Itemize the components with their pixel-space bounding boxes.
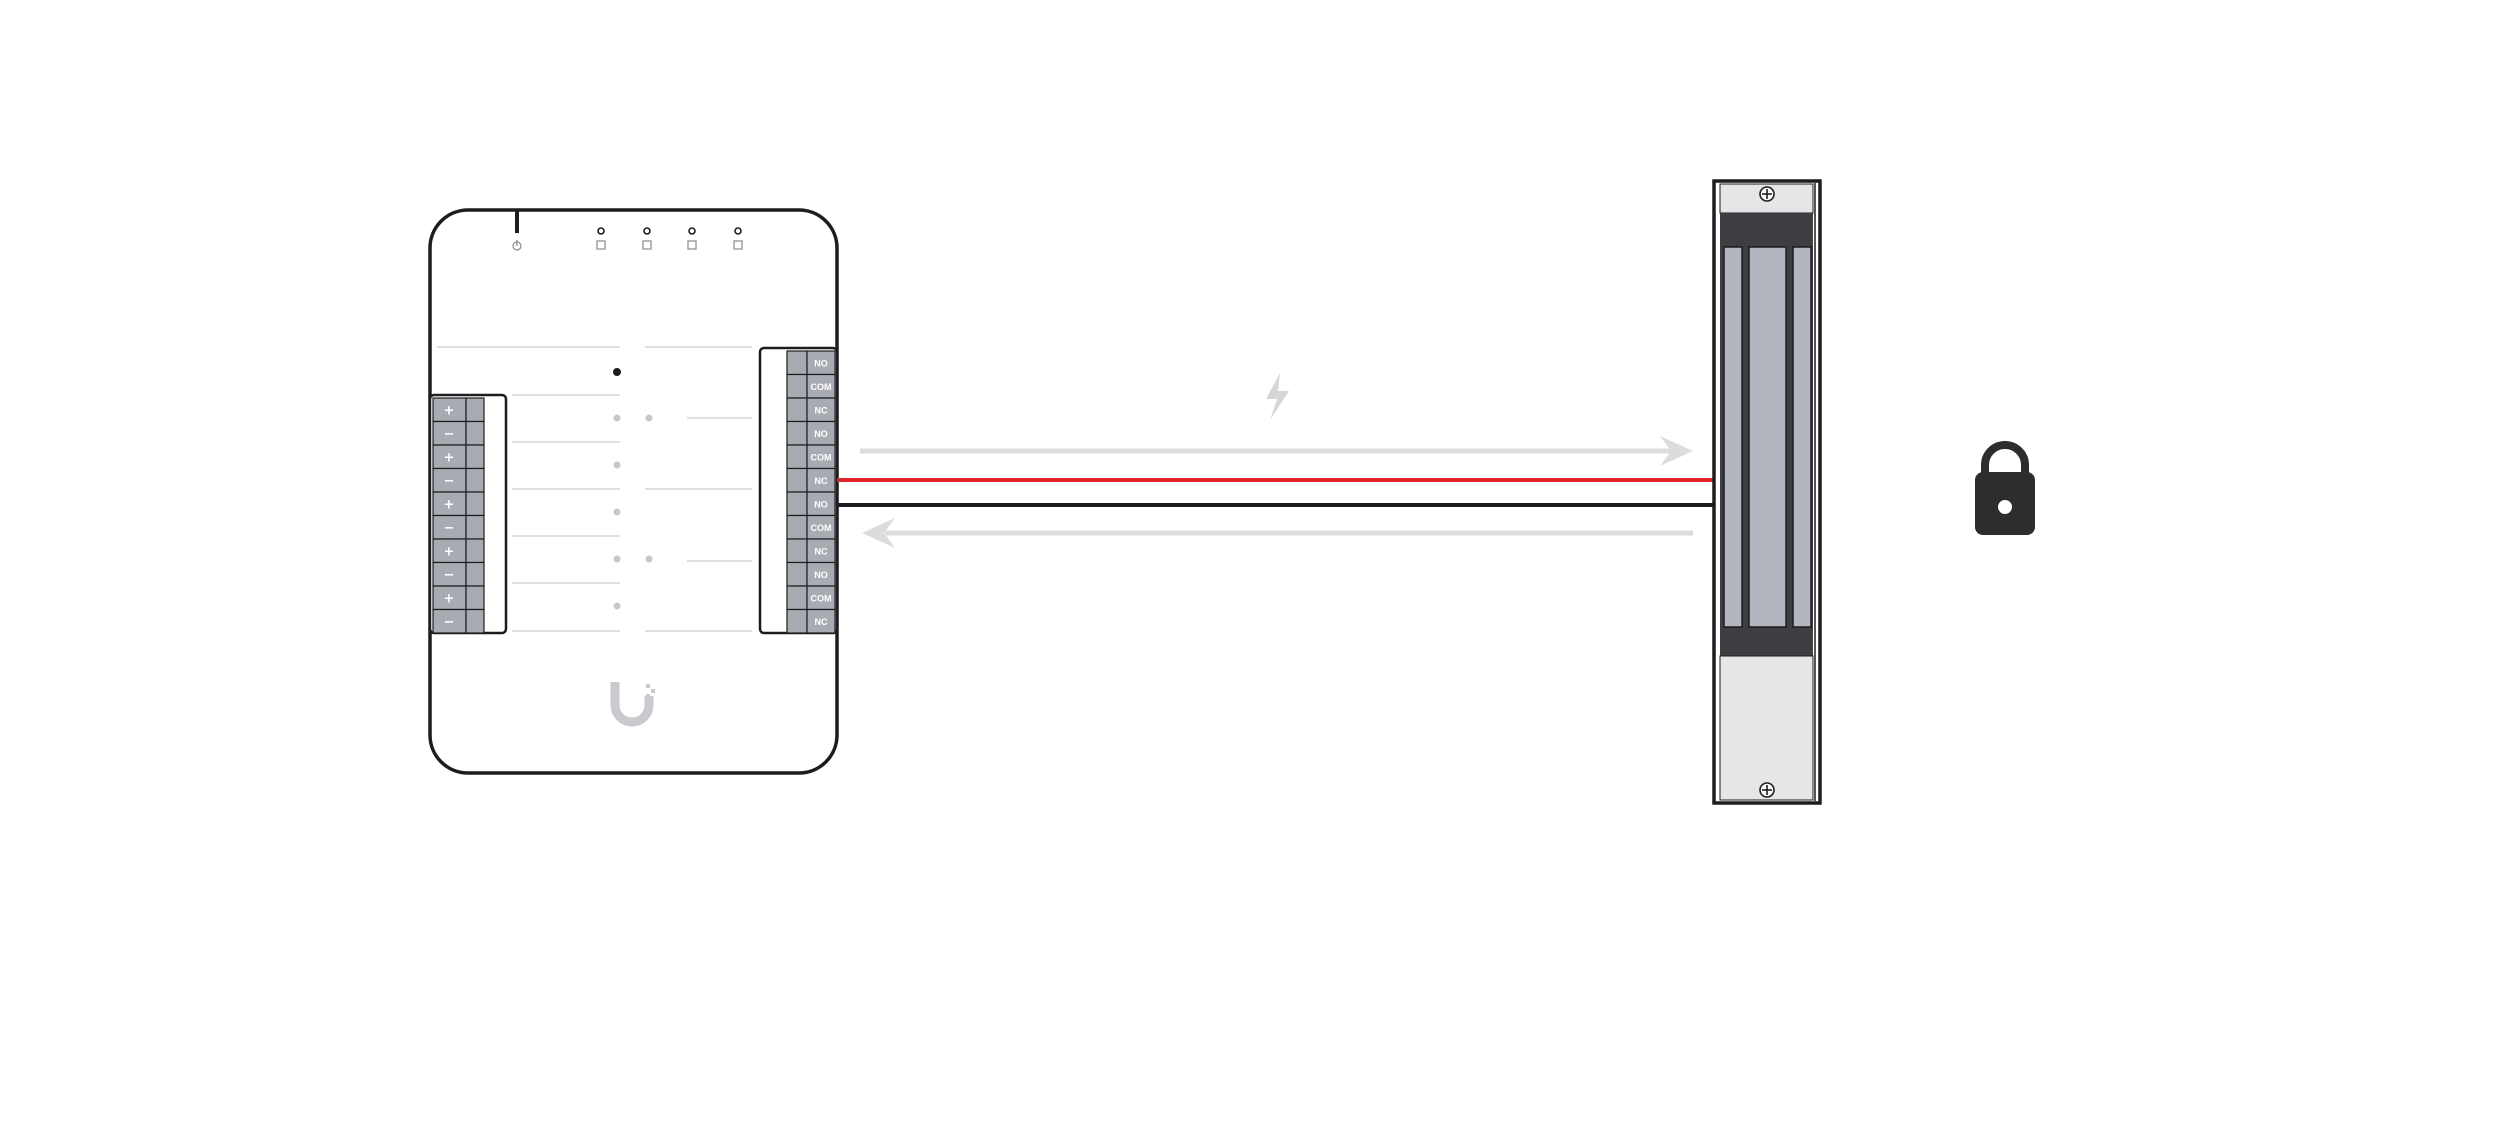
hub-icon — [733, 227, 743, 250]
terminal-polarity-label: + — [444, 450, 455, 465]
maglock-bottom-plate — [1719, 655, 1814, 801]
terminal-right-9: NC — [786, 538, 836, 564]
maglock-pole-center — [1748, 246, 1787, 628]
terminal-polarity-label: + — [444, 544, 455, 559]
terminal-relay-label: COM — [811, 593, 832, 603]
hub-icon — [687, 227, 697, 250]
terminal-relay-label: NO — [814, 570, 828, 580]
door-lock-icon — [642, 227, 652, 250]
right-terminal-block: NO COM NC NO COM NC NO COM NC NO COM NC — [758, 346, 839, 635]
terminal-left-4: − — [432, 467, 485, 493]
terminal-right-12: NC — [786, 608, 836, 634]
terminal-polarity-label: − — [444, 474, 455, 489]
terminal-polarity-label: + — [444, 591, 455, 606]
terminal-right-2: COM — [786, 373, 836, 399]
door-lock-icon — [596, 227, 606, 250]
lightning-bolt-icon — [1266, 373, 1289, 420]
flow-arrow-out — [860, 436, 1693, 466]
magnetic-lock — [1712, 179, 1822, 805]
screw-icon — [1759, 186, 1775, 202]
power-flow — [860, 373, 1693, 548]
access-controller: + − + − + − + − + − NO COM NC NO COM NC NO COM NC NO COM NC — [428, 208, 839, 775]
active-port-dot — [613, 368, 621, 376]
terminal-left-5: + — [432, 491, 485, 517]
padlock-closed-icon — [1975, 441, 2035, 535]
terminal-left-6: − — [432, 514, 485, 540]
terminal-relay-label: NO — [814, 429, 828, 439]
terminal-polarity-label: − — [444, 615, 455, 630]
terminal-right-1: NO — [786, 350, 836, 376]
terminal-right-3: NC — [786, 397, 836, 423]
maglock-pole-right — [1792, 246, 1812, 628]
terminal-left-2: − — [432, 420, 485, 446]
terminal-right-11: COM — [786, 585, 836, 611]
terminal-left-3: + — [432, 444, 485, 470]
terminal-right-10: NO — [786, 561, 836, 587]
terminal-relay-label: COM — [811, 523, 832, 533]
screw-icon — [1759, 782, 1775, 798]
terminal-relay-label: NC — [815, 405, 828, 415]
terminal-relay-label: COM — [811, 382, 832, 392]
terminal-relay-label: NO — [814, 358, 828, 368]
power-icon — [512, 240, 522, 251]
terminal-relay-label: COM — [811, 452, 832, 462]
terminal-relay-label: NC — [815, 546, 828, 556]
brand-logo — [610, 682, 655, 727]
terminal-polarity-label: − — [444, 521, 455, 536]
terminal-left-1: + — [432, 397, 485, 423]
port-indicator-dots — [613, 368, 653, 610]
terminal-relay-label: NC — [815, 476, 828, 486]
terminal-right-5: COM — [786, 444, 836, 470]
terminal-polarity-label: − — [444, 427, 455, 442]
terminal-relay-label: NO — [814, 499, 828, 509]
wiring — [837, 478, 1715, 507]
terminal-polarity-label: − — [444, 568, 455, 583]
terminal-polarity-label: + — [444, 497, 455, 512]
terminal-right-6: NC — [786, 467, 836, 493]
terminal-left-10: − — [432, 608, 485, 634]
terminal-right-7: NO — [786, 491, 836, 517]
terminal-left-8: − — [432, 561, 485, 587]
status-indicators — [512, 211, 743, 251]
maglock-pole-left — [1723, 246, 1743, 628]
terminal-right-4: NO — [786, 420, 836, 446]
flow-arrow-return — [862, 518, 1693, 548]
internal-traces — [437, 346, 752, 632]
power-led-bar — [515, 211, 519, 233]
terminal-polarity-label: + — [444, 403, 455, 418]
left-terminal-block: + − + − + − + − + − — [428, 393, 508, 635]
terminal-right-8: COM — [786, 514, 836, 540]
terminal-relay-label: NC — [815, 617, 828, 627]
terminal-left-9: + — [432, 585, 485, 611]
terminal-left-7: + — [432, 538, 485, 564]
